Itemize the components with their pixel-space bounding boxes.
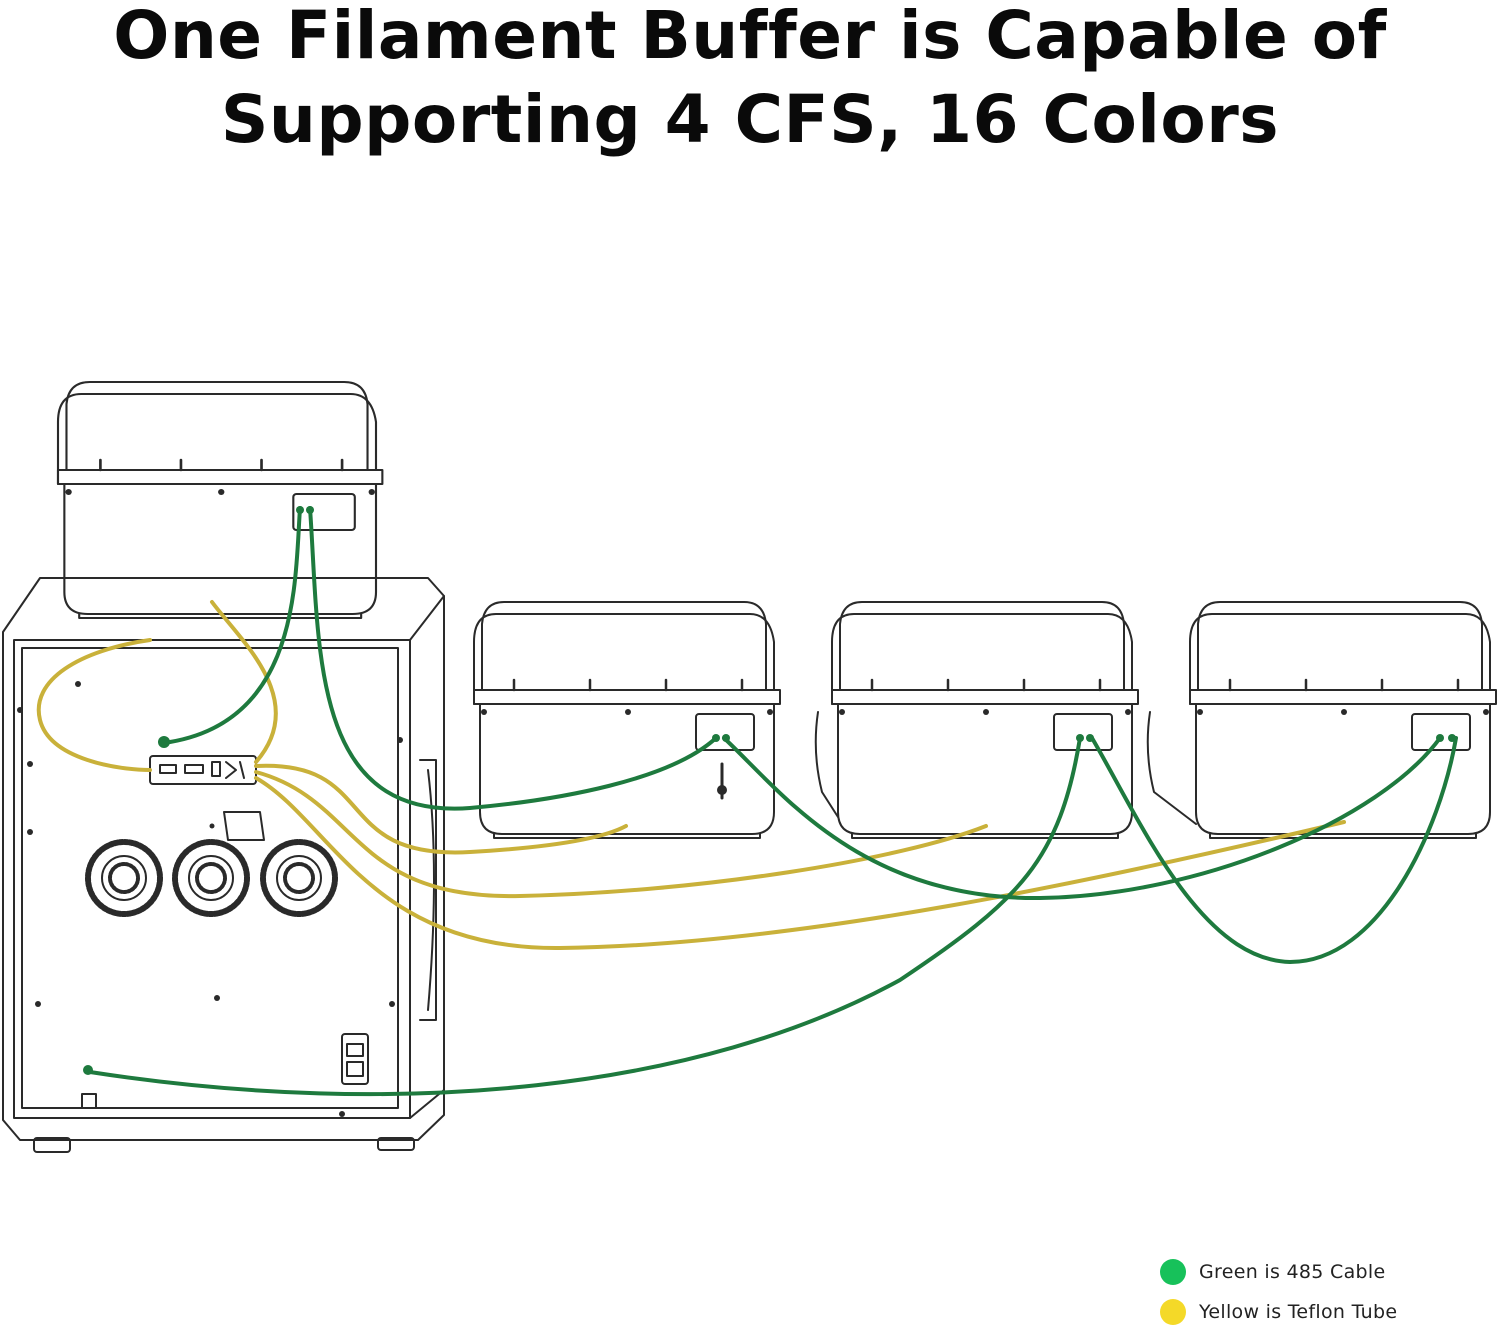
filament-buffer-hub — [149, 755, 257, 785]
printer-foot-right — [377, 1137, 415, 1151]
green-dot-icon — [1160, 1259, 1186, 1285]
fan-icon — [260, 839, 338, 917]
cfs-unit-1 — [472, 600, 782, 840]
title-line-2: Supporting 4 CFS, 16 Colors — [220, 81, 1280, 158]
fan-icon — [85, 839, 163, 917]
yellow-dot-icon — [1160, 1299, 1186, 1325]
cfs-unit-3 — [1146, 600, 1498, 840]
title-line-1: One Filament Buffer is Capable of — [113, 0, 1387, 74]
printer-foot-left — [33, 1137, 71, 1153]
fan-icon — [172, 839, 250, 917]
power-socket-icon — [341, 1033, 369, 1085]
legend-label: Green is 485 Cable — [1199, 1261, 1386, 1283]
legend-label: Yellow is Teflon Tube — [1199, 1301, 1398, 1323]
cfs-unit-2 — [814, 600, 1140, 840]
page-title: One Filament Buffer is Capable of Suppor… — [0, 0, 1500, 162]
rs485-cables — [88, 506, 1458, 1097]
teflon-tubes — [36, 600, 1346, 951]
